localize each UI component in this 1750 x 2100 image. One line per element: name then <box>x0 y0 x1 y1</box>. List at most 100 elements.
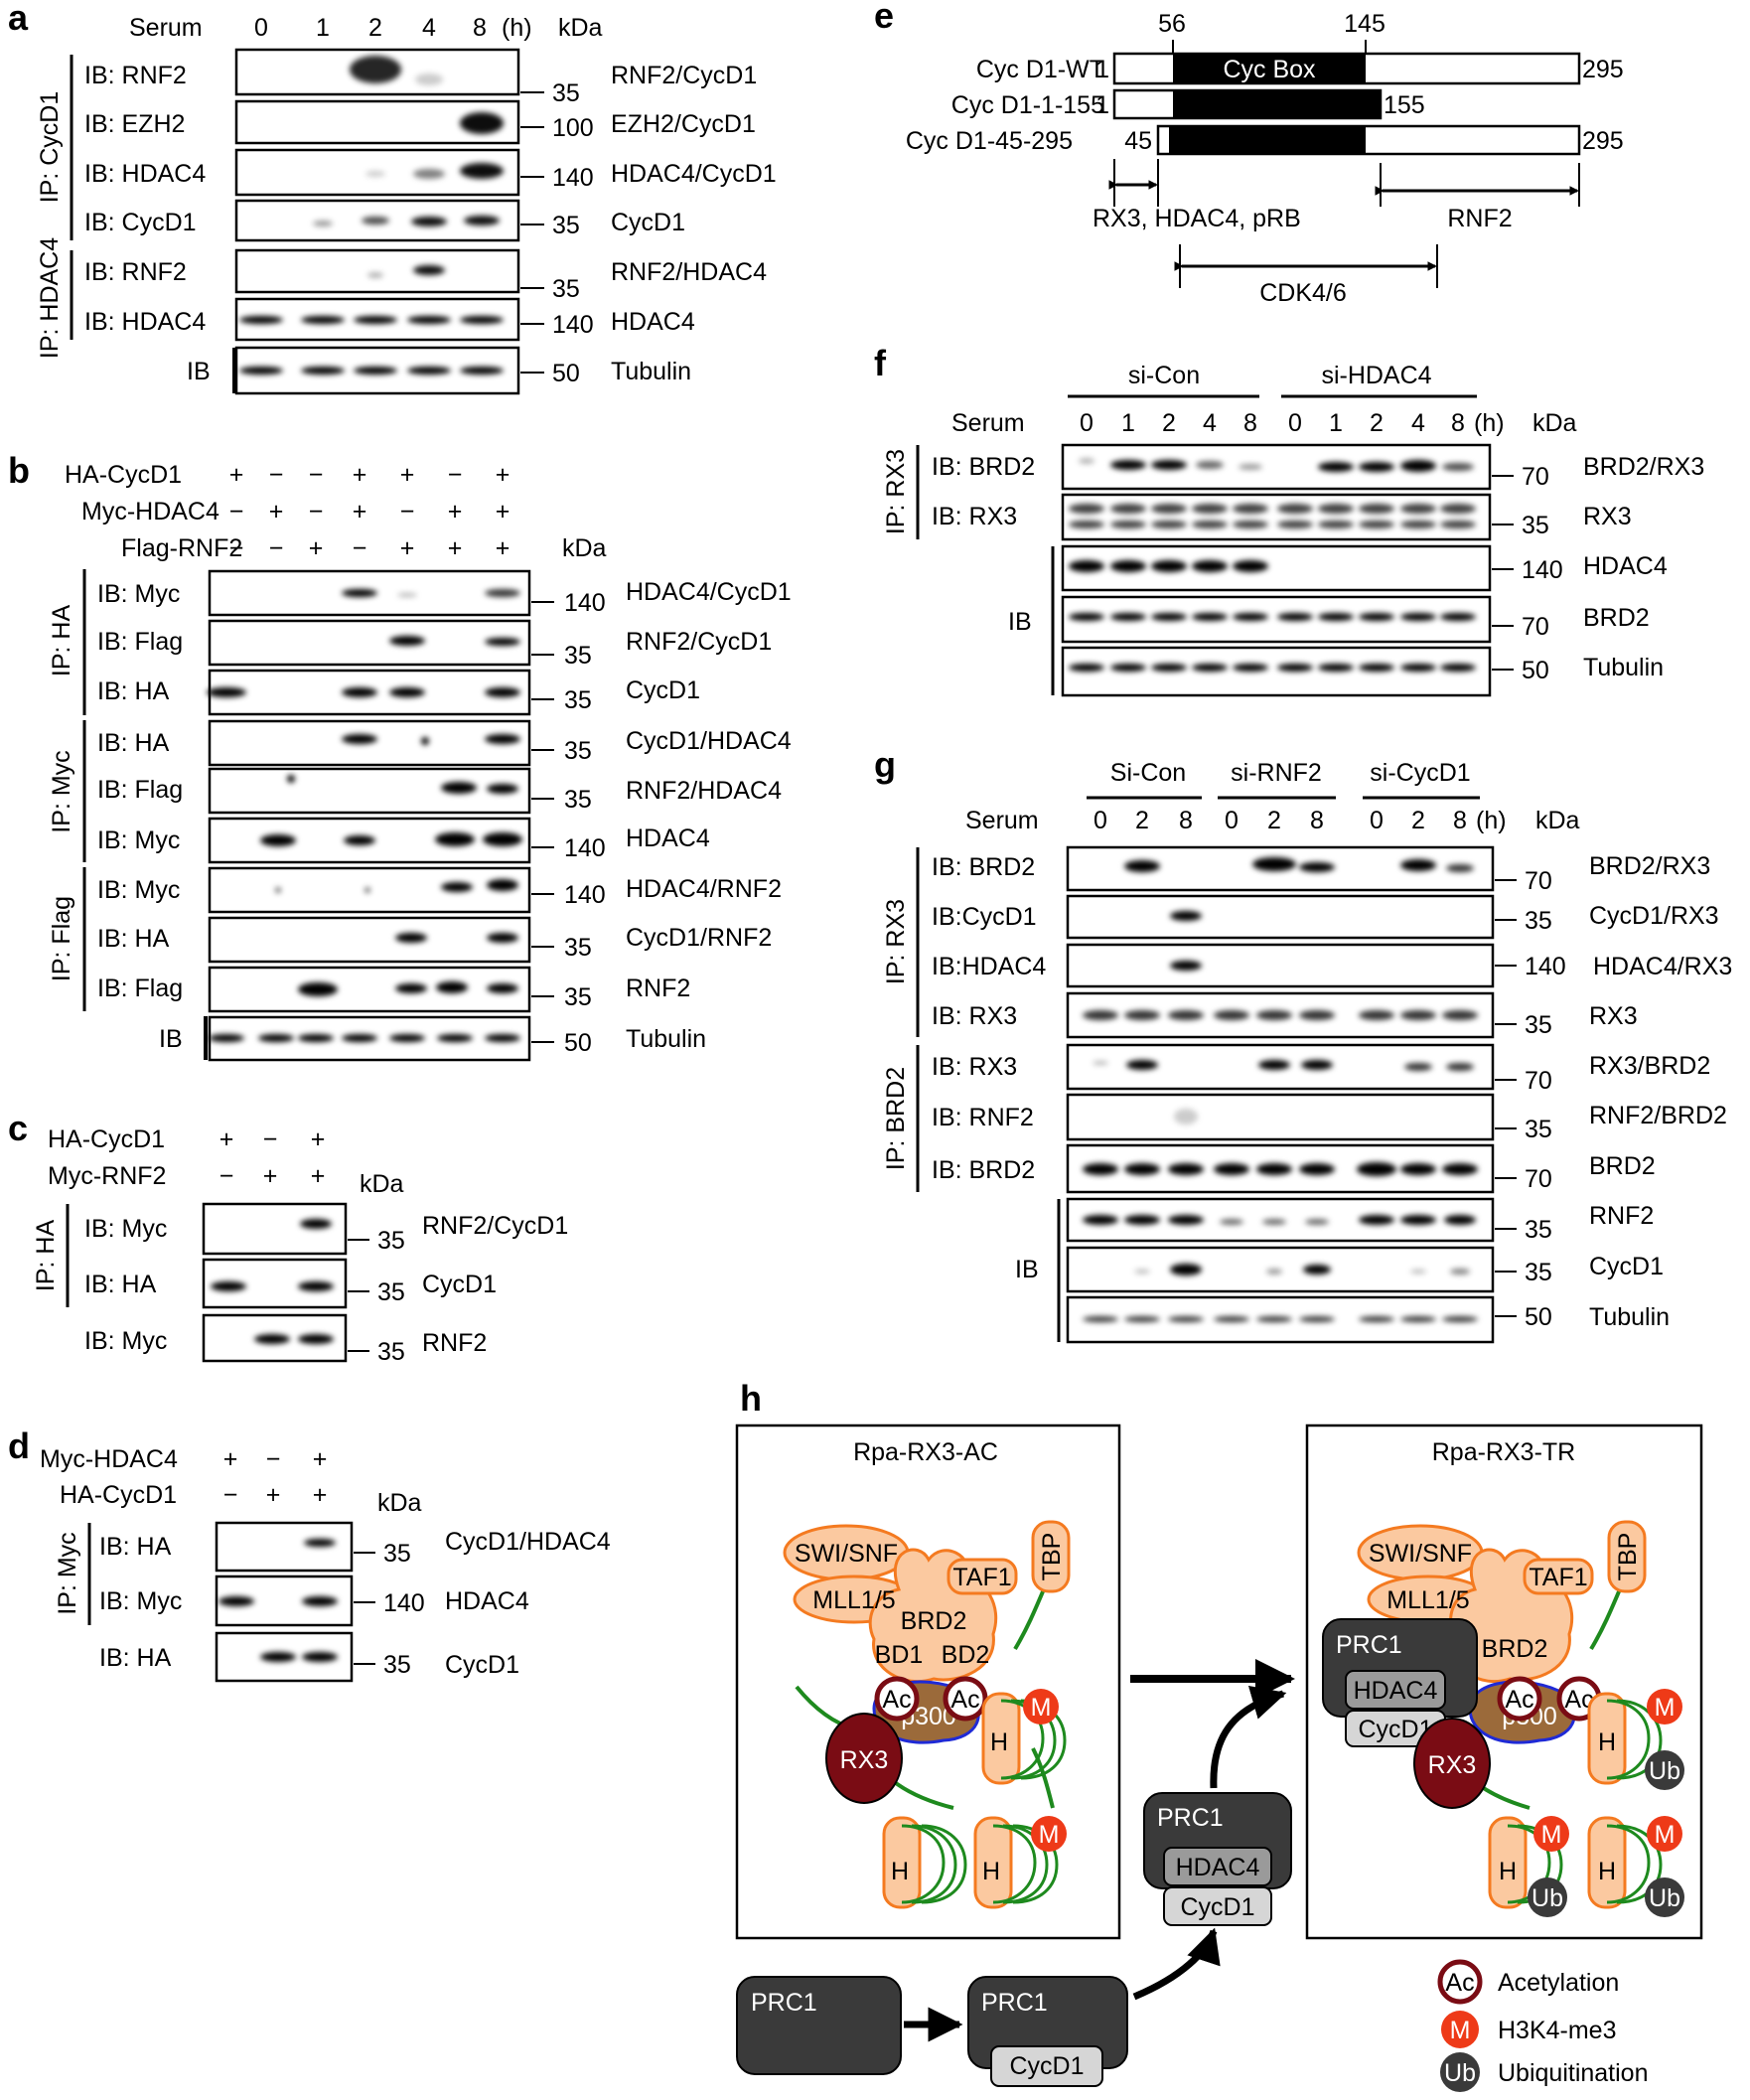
kda-label: kDa <box>377 1489 422 1517</box>
construct-label: HA-CycD1 <box>60 1481 177 1509</box>
lane-label: 0 <box>1288 409 1302 437</box>
band-name: RNF2/CycD1 <box>422 1212 568 1240</box>
mw-label: 70 <box>1522 463 1549 491</box>
band-name: BRD2 <box>1589 1152 1656 1180</box>
minus-sign: − <box>269 534 284 562</box>
m-label: M <box>1031 1694 1052 1722</box>
band-name: Tubulin <box>626 1025 706 1053</box>
histone-label: H <box>1499 1858 1517 1885</box>
lane-label: 1 <box>1329 409 1343 437</box>
mll-label: MLL1/5 <box>1386 1586 1469 1614</box>
plus-sign: + <box>219 1125 234 1153</box>
mw-label: 35 <box>552 79 580 107</box>
serum-label: Serum <box>129 14 203 42</box>
lane-label: 2 <box>1135 807 1149 834</box>
construct-end: 295 <box>1582 56 1624 83</box>
plus-sign: + <box>223 1445 238 1473</box>
ib-label: IB: RNF2 <box>84 258 187 286</box>
plus-sign: + <box>263 1162 278 1190</box>
lane-label: 1 <box>316 14 330 42</box>
panel-b: b HA-CycD1 Myc-HDAC4 Flag-RNF2 + − − + +… <box>8 450 792 1062</box>
band-name: HDAC4 <box>611 308 695 336</box>
ip-label: IP: Myc <box>54 1532 81 1614</box>
band-name: RX3 <box>1589 1002 1638 1030</box>
kda-label: kDa <box>1532 409 1577 437</box>
ib-label: IB: Myc <box>97 826 180 854</box>
mw-label: 35 <box>552 275 580 303</box>
taf1-label: TAF1 <box>1529 1564 1587 1591</box>
minus-sign: − <box>400 498 415 525</box>
ib-label: IB <box>1015 1256 1039 1283</box>
m-label: M <box>1039 1821 1060 1849</box>
ip-label: IP: HDAC4 <box>36 237 64 359</box>
plus-sign: + <box>311 1125 326 1153</box>
band-name: RX3 <box>1583 503 1632 530</box>
hours-label: (h) <box>502 14 532 42</box>
mw-label: 35 <box>564 686 592 714</box>
ac-label: Ac <box>950 1686 979 1714</box>
band-name: CycD1 <box>445 1651 519 1679</box>
ib-label: IB: Flag <box>97 975 183 1002</box>
mw-label: 35 <box>377 1278 405 1306</box>
plus-sign: + <box>496 461 510 489</box>
band-name: BRD2 <box>1583 604 1650 632</box>
panel-b-label: b <box>8 450 30 491</box>
band-name: RX3/BRD2 <box>1589 1052 1710 1080</box>
state-title: Rpa-RX3-AC <box>853 1438 998 1466</box>
band-name: RNF2/HDAC4 <box>611 258 767 286</box>
ub-label: Ub <box>1649 1884 1680 1912</box>
minus-sign: − <box>448 461 463 489</box>
band-name: EZH2/CycD1 <box>611 110 756 138</box>
band-name: RNF2/CycD1 <box>626 628 772 656</box>
mw-label: 100 <box>552 114 594 142</box>
plus-sign: + <box>496 498 510 525</box>
prc1-label: PRC1 <box>1336 1631 1402 1659</box>
panel-a: a Serum 0 1 2 4 8 (h) kDa IP: CycD1 IP: … <box>8 0 777 395</box>
kda-label: kDa <box>562 534 607 562</box>
ib-label: IB <box>159 1025 183 1053</box>
mw-label: 35 <box>552 212 580 239</box>
band-name: HDAC4 <box>1583 552 1668 580</box>
swisnf-label: SWI/SNF <box>795 1540 898 1568</box>
mw-label: 50 <box>1525 1303 1552 1331</box>
ib-label: IB: RNF2 <box>84 62 187 89</box>
mw-label: 140 <box>552 311 594 339</box>
band-name: RNF2/BRD2 <box>1589 1102 1727 1129</box>
swisnf-label: SWI/SNF <box>1369 1540 1472 1568</box>
lane-label: 0 <box>1225 807 1239 834</box>
plus-sign: + <box>353 461 367 489</box>
m-label: M <box>1655 1694 1676 1722</box>
band-name: HDAC4/CycD1 <box>626 578 792 606</box>
plus-sign: + <box>353 498 367 525</box>
construct-label: HA-CycD1 <box>65 461 182 489</box>
construct-name: Cyc D1-1-155 <box>951 91 1104 119</box>
band-name: CycD1 <box>422 1271 497 1298</box>
ib-label: IB: Flag <box>97 776 183 804</box>
plus-sign: + <box>229 461 244 489</box>
band-name: HDAC4/CycD1 <box>611 160 777 188</box>
panel-e: e 56 145 Cyc Box Cyc D1-WT 295 Cyc D1-1-… <box>874 0 1624 307</box>
panel-e-label: e <box>874 0 894 36</box>
ib-label: IB: Myc <box>97 876 180 904</box>
histone-label: H <box>982 1858 1000 1885</box>
mw-label: 35 <box>1525 1216 1552 1244</box>
group-label: si-CycD1 <box>1370 759 1470 787</box>
construct-start: 1 <box>1095 91 1109 119</box>
mw-label: 50 <box>552 360 580 387</box>
ib-label: IB: Myc <box>99 1587 182 1615</box>
minus-sign: − <box>223 1481 238 1509</box>
mll-label: MLL1/5 <box>812 1586 895 1614</box>
legend-symbol: M <box>1450 2017 1471 2044</box>
ib-label: IB: HDAC4 <box>84 308 206 336</box>
mw-label: 35 <box>383 1540 411 1568</box>
band-name: RNF2 <box>1589 1202 1654 1230</box>
construct-label: Myc-HDAC4 <box>81 498 219 525</box>
panel-g: g Si-Con si-RNF2 si-CycD1 Serum 0 2 8 0 … <box>874 744 1732 1344</box>
band-name: Tubulin <box>1589 1303 1670 1331</box>
lane-label: 4 <box>1411 409 1425 437</box>
mw-label: 140 <box>552 164 594 192</box>
mw-label: 140 <box>1525 953 1566 980</box>
plus-sign: + <box>448 534 463 562</box>
legend-text: Acetylation <box>1498 1969 1619 1997</box>
mw-label: 35 <box>564 737 592 765</box>
